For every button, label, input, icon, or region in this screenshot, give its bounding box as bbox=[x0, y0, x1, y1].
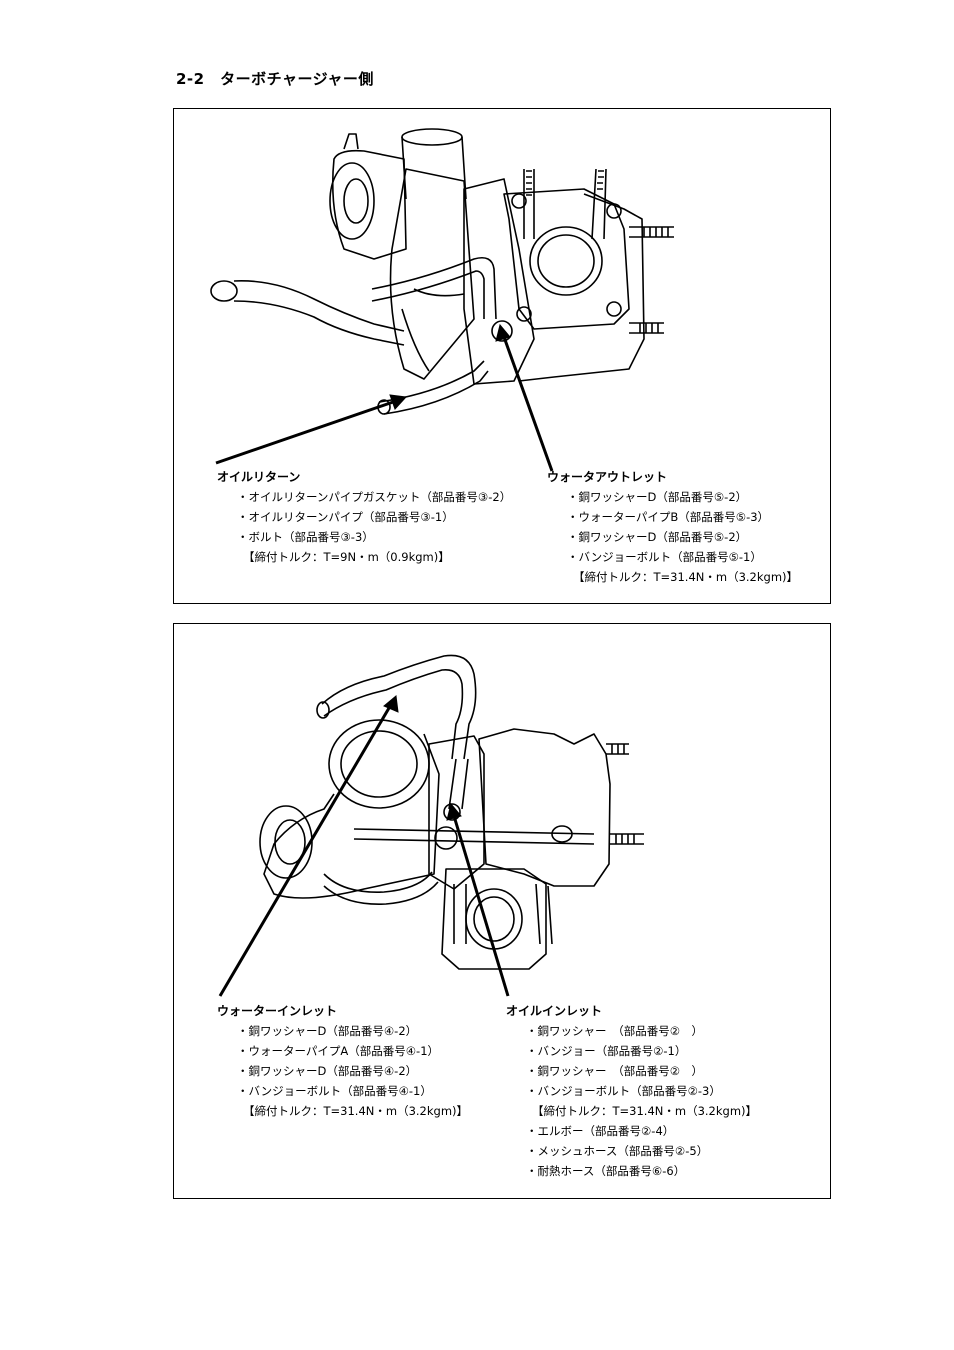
torque-spec: 【締付トルク：T=31.4N・m（3.2kgm)】 bbox=[573, 570, 799, 584]
list-item: ・銅ワッシャー （部品番号② ） bbox=[526, 1024, 704, 1038]
torque-spec: 【締付トルク：T=9N・m（0.9kgm)】 bbox=[243, 550, 450, 564]
water-outlet-title: ウォータアウトレット bbox=[547, 470, 668, 484]
list-item: ・耐熱ホース（部品番号⑥-6） bbox=[526, 1164, 686, 1178]
torque-spec: 【締付トルク：T=31.4N・m（3.2kgm)】 bbox=[532, 1104, 758, 1118]
list-item: ・ウォーターパイプB（部品番号⑤-3） bbox=[567, 510, 770, 524]
list-item: ・銅ワッシャーD（部品番号④-2） bbox=[237, 1064, 418, 1078]
water-inlet-title: ウォーターインレット bbox=[217, 1004, 338, 1018]
oil-return-block: オイルリターン ・オイルリターンパイプガスケット（部品番号③-2） ・オイルリタ… bbox=[217, 467, 511, 567]
turbocharger-illustration-bottom bbox=[218, 654, 644, 997]
list-item: ・メッシュホース（部品番号②-5） bbox=[526, 1144, 709, 1158]
oil-inlet-title: オイルインレット bbox=[506, 1004, 603, 1018]
oil-return-water-outlet-panel: オイルリターン ・オイルリターンパイプガスケット（部品番号③-2） ・オイルリタ… bbox=[173, 108, 831, 604]
list-item: ・銅ワッシャーD（部品番号⑤-2） bbox=[567, 490, 748, 504]
list-item: ・銅ワッシャーD（部品番号④-2） bbox=[237, 1024, 418, 1038]
water-inlet-oil-inlet-panel: ウォーターインレット ・銅ワッシャーD（部品番号④-2） ・ウォーターパイプA（… bbox=[173, 623, 831, 1199]
torque-spec: 【締付トルク：T=31.4N・m（3.2kgm)】 bbox=[243, 1104, 469, 1118]
list-item: ・オイルリターンパイプ（部品番号③-1） bbox=[237, 510, 454, 524]
list-item: ・バンジョーボルト（部品番号②-3） bbox=[526, 1084, 721, 1098]
page-heading: 2-2 ターボチャージャー側 bbox=[176, 70, 374, 88]
list-item: ・ボルト（部品番号③-3） bbox=[237, 530, 374, 544]
list-item: ・ウォーターパイプA（部品番号④-1） bbox=[237, 1044, 440, 1058]
list-item: ・バンジョー（部品番号②-1） bbox=[526, 1044, 687, 1058]
list-item: ・バンジョーボルト（部品番号④-1） bbox=[237, 1084, 432, 1098]
list-item: ・オイルリターンパイプガスケット（部品番号③-2） bbox=[237, 490, 512, 504]
water-outlet-block: ウォータアウトレット ・銅ワッシャーD（部品番号⑤-2） ・ウォーターパイプB（… bbox=[547, 467, 798, 587]
oil-inlet-block: オイルインレット ・銅ワッシャー （部品番号② ） ・バンジョー（部品番号②-1… bbox=[506, 1001, 757, 1181]
list-item: ・銅ワッシャーD（部品番号⑤-2） bbox=[567, 530, 748, 544]
water-inlet-block: ウォーターインレット ・銅ワッシャーD（部品番号④-2） ・ウォーターパイプA（… bbox=[217, 1001, 468, 1121]
turbocharger-illustration-top bbox=[210, 128, 674, 472]
oil-return-title: オイルリターン bbox=[217, 470, 301, 484]
list-item: ・バンジョーボルト（部品番号⑤-1） bbox=[567, 550, 762, 564]
list-item: ・銅ワッシャー （部品番号② ） bbox=[526, 1064, 704, 1078]
list-item: ・エルボー（部品番号②-4） bbox=[526, 1124, 675, 1138]
